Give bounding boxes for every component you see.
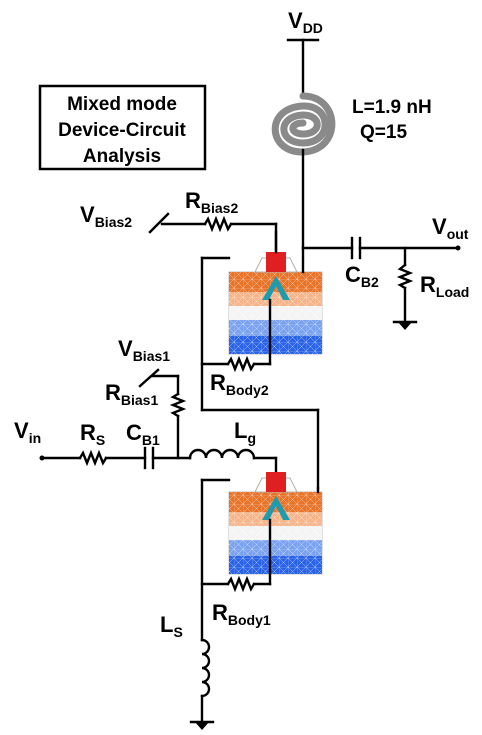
output-stage: Vout CB2 RLoad — [301, 214, 469, 330]
vout-label: Vout — [432, 214, 469, 242]
ls-label: LS — [160, 612, 183, 640]
device-1 — [228, 472, 323, 575]
rs-label: RS — [80, 420, 105, 448]
rbody1-label: RBody1 — [212, 600, 271, 628]
title-line-3: Analysis — [83, 146, 161, 167]
vin-label: Vin — [14, 418, 41, 446]
vbias2-label: VBias2 — [80, 202, 132, 230]
quality-label: Q=15 — [360, 122, 407, 143]
bias1-network: VBias1 RBias1 — [105, 336, 187, 460]
cb2-label: CB2 — [345, 262, 379, 290]
vdd-node: VDD — [286, 8, 323, 98]
rbody2-label: RBody2 — [210, 370, 269, 398]
bias2-network: VBias2 RBias2 — [80, 188, 278, 254]
vbias1-label: VBias1 — [118, 336, 170, 364]
spiral-inductor: L=1.9 nH Q=15 — [271, 92, 432, 250]
body2-network: RBody2 — [200, 256, 272, 412]
body1-network: RBody1 — [200, 478, 272, 642]
rbias1-label: RBias1 — [105, 380, 158, 408]
rload-label: RLoad — [420, 272, 469, 300]
inductance-label: L=1.9 nH — [352, 97, 432, 118]
input-path: Vin RS CB1 Lg — [14, 418, 278, 474]
ls-inductor: LS — [160, 612, 215, 730]
title-box: Mixed mode Device-Circuit Analysis — [38, 84, 207, 171]
title-line-2: Device-Circuit — [58, 120, 186, 141]
cb1-label: CB1 — [126, 420, 160, 448]
device-2 — [228, 230, 323, 355]
rbias2-label: RBias2 — [185, 188, 238, 216]
lg-label: Lg — [234, 418, 256, 446]
vdd-label: VDD — [288, 8, 323, 36]
title-line-1: Mixed mode — [67, 94, 177, 115]
